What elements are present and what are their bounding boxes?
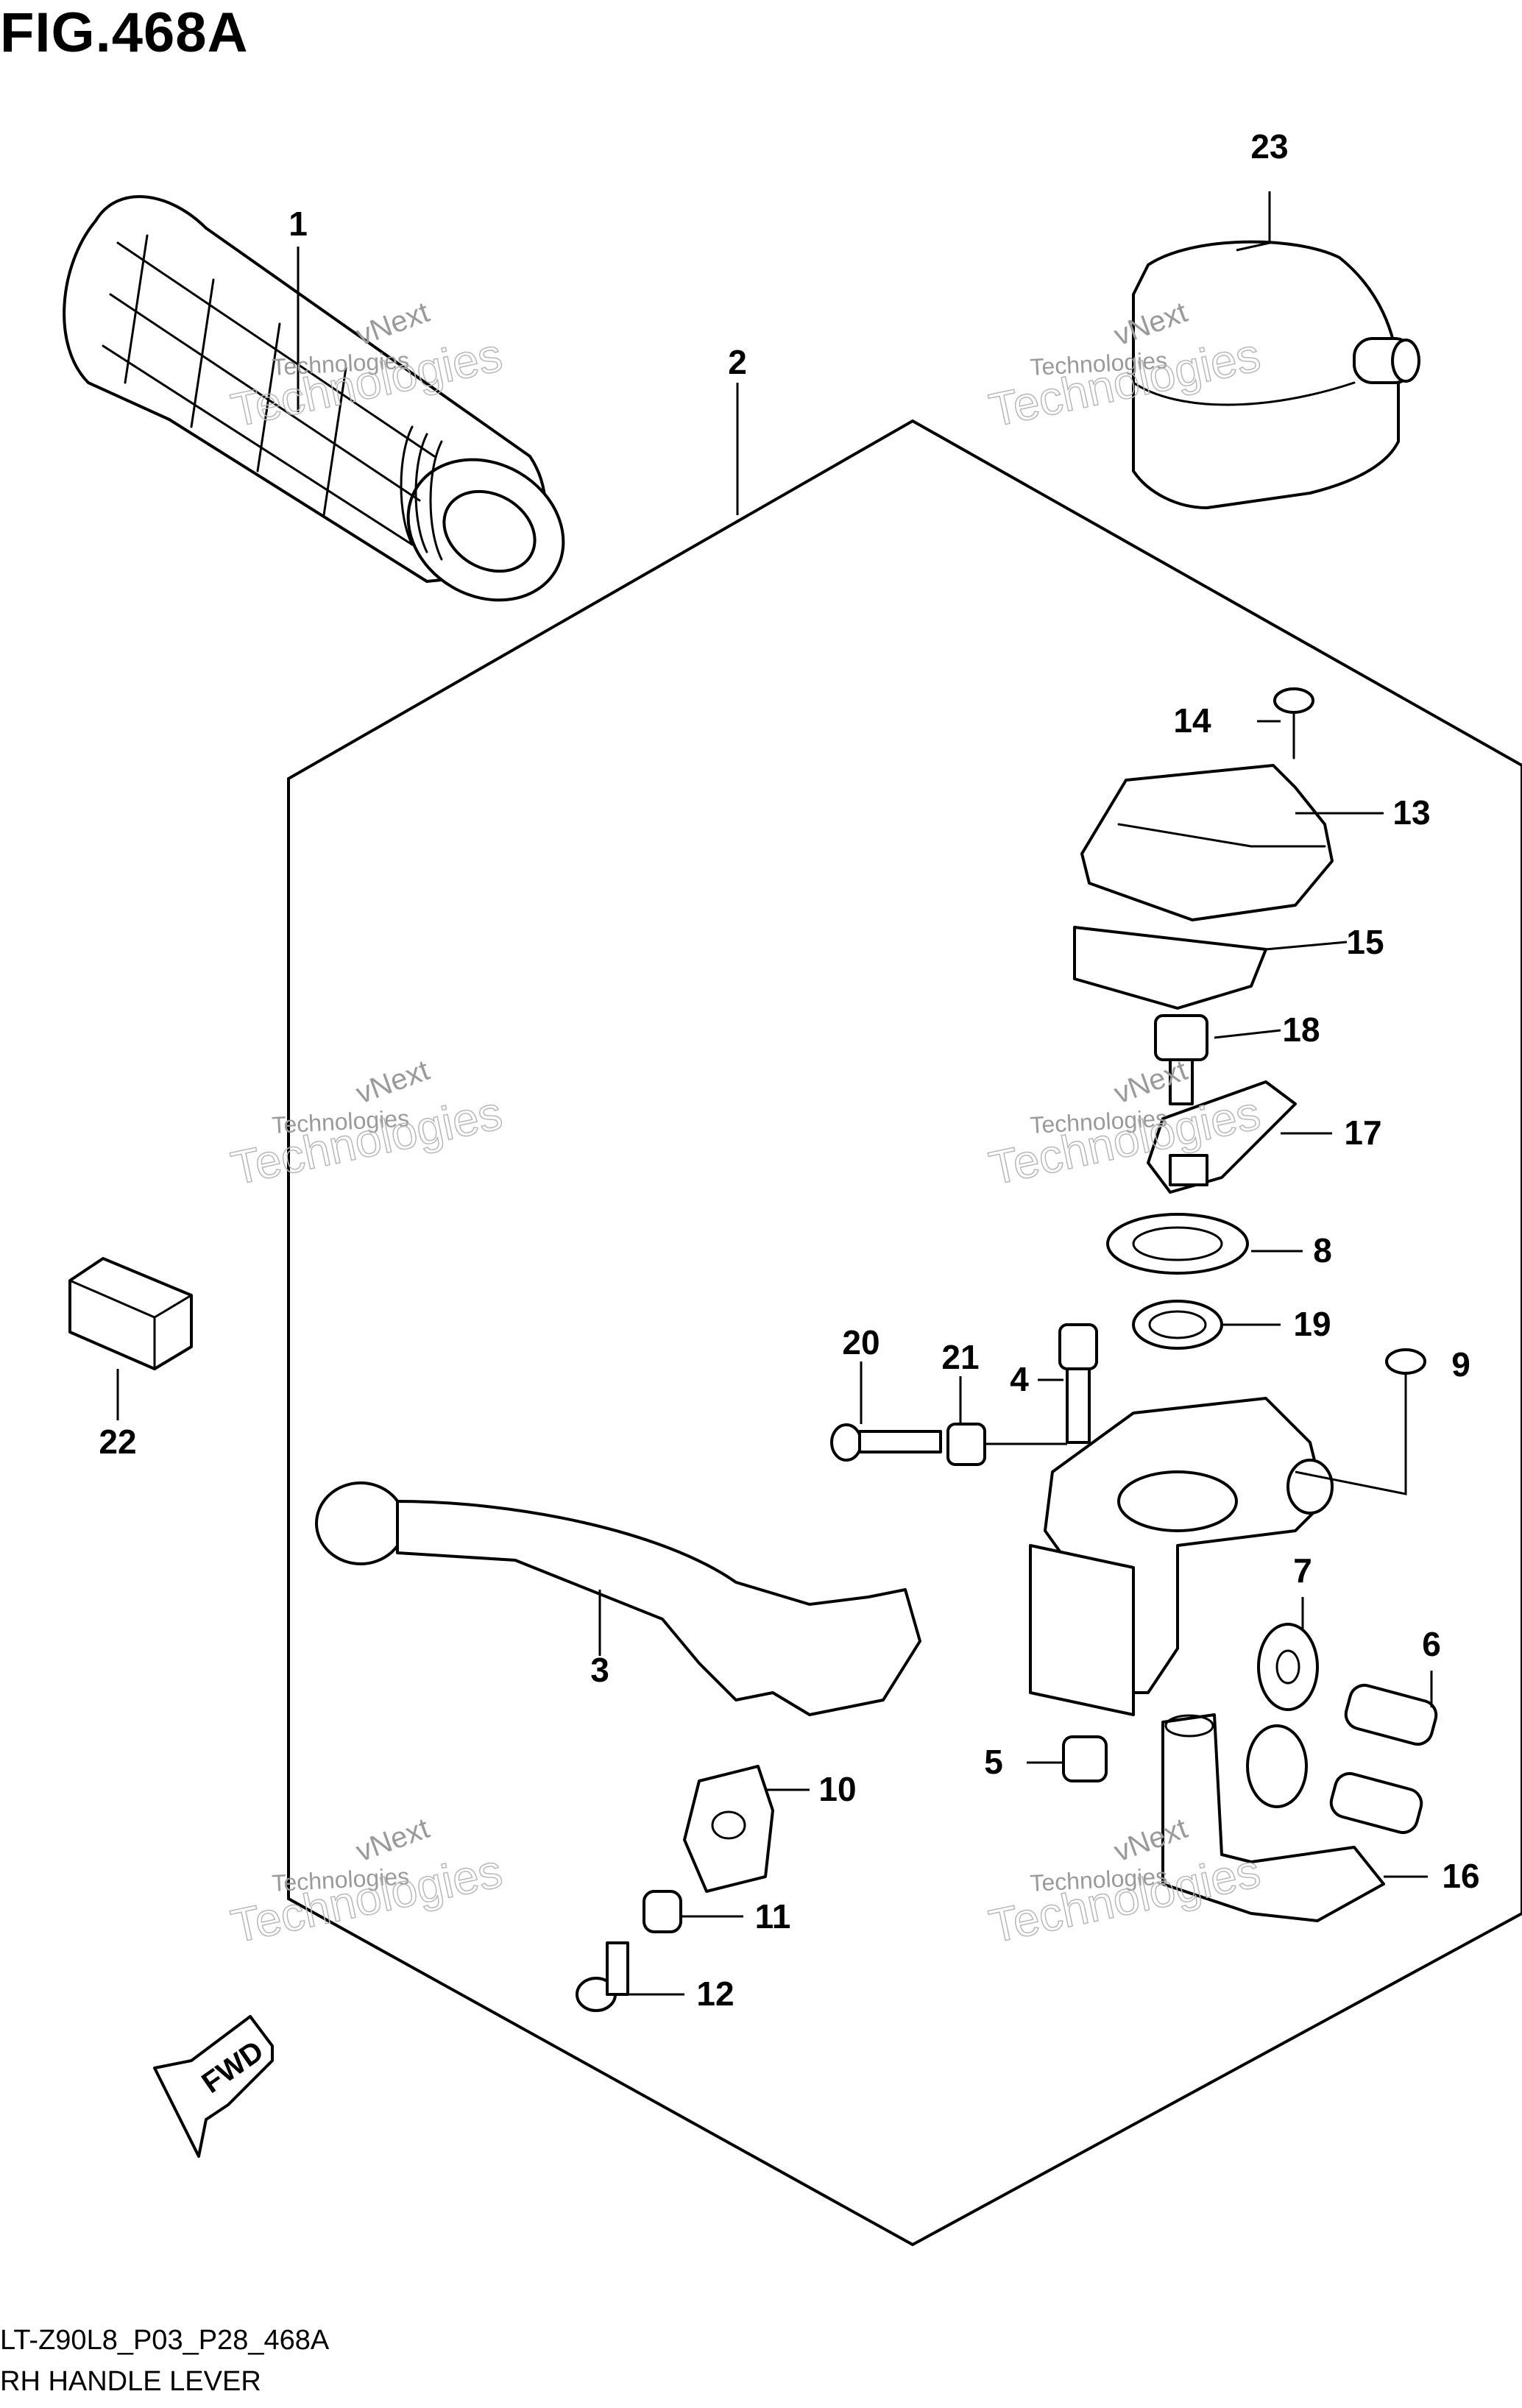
callout-11: 11: [755, 1897, 791, 1936]
figure-code: LT-Z90L8_P03_P28_468A: [0, 2325, 330, 2356]
part-13-cover: [1080, 764, 1334, 921]
callout-21: 21: [941, 1338, 979, 1376]
callout-23: 23: [1250, 127, 1288, 166]
part-20-screw: [830, 1423, 942, 1462]
callouts: 1 2 3 4 5 6 7 8 9 10 11 12 13 14 15 16 1…: [99, 127, 1479, 2013]
part-6-adjuster: [1246, 1683, 1438, 1835]
callout-8: 8: [1313, 1231, 1332, 1269]
part-21-nut: [946, 1423, 986, 1466]
part-9-screw: [1385, 1348, 1426, 1437]
part-16-switch: [1161, 1713, 1385, 1922]
part-15-gasket: [1073, 926, 1267, 1010]
callout-1: 1: [289, 205, 308, 243]
part-11-collar: [643, 1890, 682, 1933]
callout-9: 9: [1451, 1345, 1470, 1384]
part-19-ring: [1132, 1300, 1223, 1350]
callout-10: 10: [818, 1770, 856, 1808]
figure-title: FIG.468A: [0, 1, 249, 64]
part-12-bolt: [576, 1941, 629, 2012]
callout-5: 5: [984, 1743, 1003, 1781]
callout-15: 15: [1346, 923, 1384, 961]
callout-14: 14: [1173, 701, 1211, 740]
callout-4: 4: [1010, 1360, 1029, 1398]
callout-12: 12: [696, 1975, 734, 2013]
callout-7: 7: [1293, 1551, 1312, 1590]
callout-22: 22: [99, 1423, 136, 1461]
callout-19: 19: [1293, 1305, 1331, 1343]
part-5-nut: [1062, 1735, 1108, 1782]
part-1-grip: [63, 195, 565, 602]
part-8-spring: [1106, 1213, 1249, 1275]
watermark-6: vNext Technologies Technologies: [984, 1812, 1265, 1953]
leader-lines: [116, 191, 1433, 1996]
callout-3: 3: [590, 1651, 609, 1689]
part-17-plate: [1147, 1080, 1297, 1194]
fwd-arrow-icon: FWD: [153, 2015, 274, 2158]
callout-18: 18: [1282, 1010, 1320, 1049]
part-22-block: [68, 1257, 193, 1370]
callout-17: 17: [1344, 1113, 1381, 1152]
part-10-adjuster: [683, 1765, 774, 1893]
part-7-washer: [1257, 1623, 1319, 1711]
callout-6: 6: [1422, 1625, 1441, 1663]
part-23-cover: [1132, 240, 1420, 509]
callout-16: 16: [1442, 1857, 1479, 1895]
callout-13: 13: [1392, 793, 1430, 832]
callout-20: 20: [842, 1323, 879, 1361]
part-4-bolt: [1058, 1323, 1098, 1444]
part-18-bolt: [1154, 1014, 1208, 1105]
part-3-lever: [315, 1481, 921, 1716]
assembly-outline: [287, 419, 1522, 2247]
watermark-5: vNext Technologies Technologies: [226, 1812, 507, 1953]
callout-2: 2: [728, 343, 747, 381]
part-14-screw: [1273, 687, 1314, 759]
figure-caption: RH HANDLE LEVER: [0, 2366, 261, 2397]
watermark-3: vNext Technologies Technologies: [226, 1054, 507, 1195]
master-cylinder-body: [1029, 1397, 1334, 1716]
